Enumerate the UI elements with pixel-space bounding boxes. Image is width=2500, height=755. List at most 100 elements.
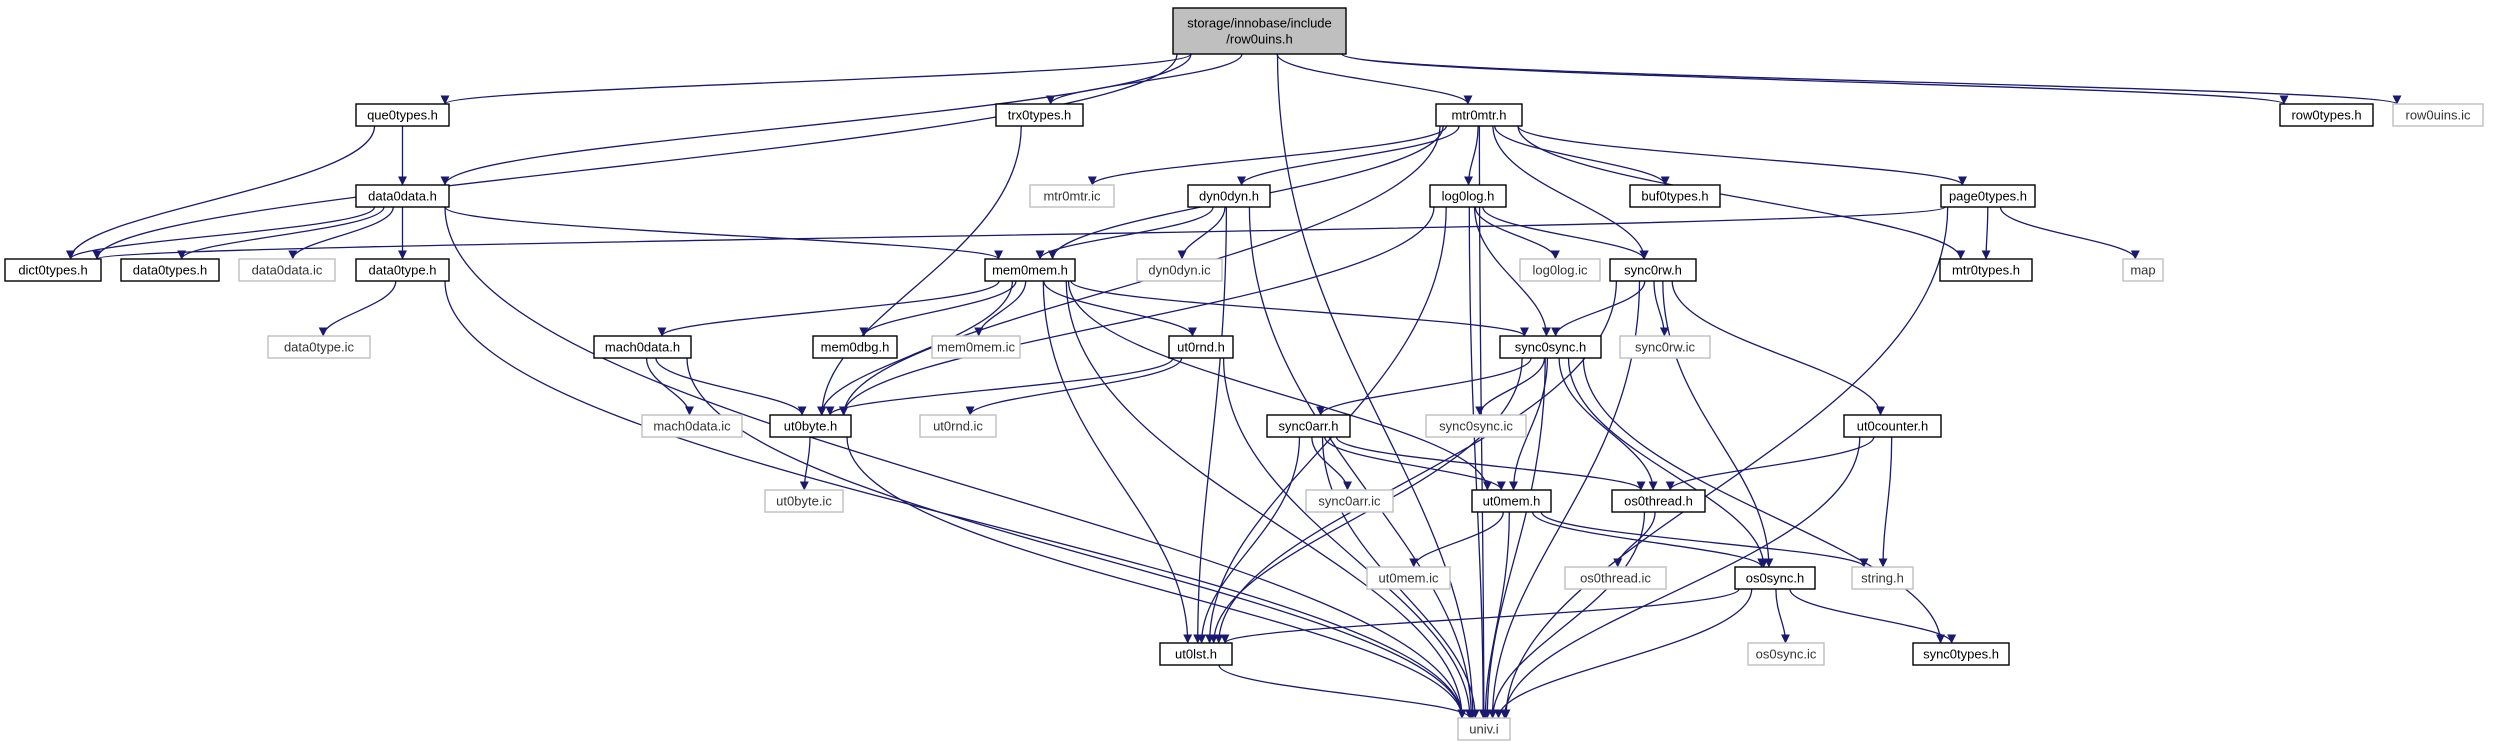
edge-page0types-to-dict0types [93,206,1946,260]
node-sync0arr[interactable]: sync0arr.h [1266,414,1351,438]
node-box [1266,414,1351,438]
node-ut0byte[interactable]: ut0byte.h [769,414,852,438]
node-mtr0mtr[interactable]: mtr0mtr.h [1435,103,1523,127]
edge-line [1475,357,1546,416]
node-sync0rw-ic: sync0rw.ic [1619,335,1711,359]
edge-sync0arr-to-os0thread [1335,436,1646,491]
edge-mtr0mtr-to-mtr0types [1517,125,1966,260]
node-box [1609,258,1697,282]
edge-line [1999,206,2140,260]
node-row0types[interactable]: row0types.h [2279,103,2374,127]
edge-line [1237,125,1460,186]
edge-line [1981,206,1991,260]
edge-mem0mem-to-mem0mem-ic [974,280,1027,337]
node-mtr0types[interactable]: mtr0types.h [1939,258,2033,282]
edge-ut0mem-to-ut0mem-ic [1409,511,1504,568]
edge-line [1482,357,1546,719]
node-box [769,414,852,438]
node-log0log[interactable]: log0log.h [1429,184,1507,208]
node-page0types[interactable]: page0types.h [1940,184,2036,208]
node-data0type[interactable]: data0type.h [355,258,450,282]
node-label: dyn0dyn.h [1199,189,1259,204]
node-mem0dbg[interactable]: mem0dbg.h [812,335,898,359]
node-que0types[interactable]: que0types.h [355,103,450,127]
edge-line [825,357,1174,416]
node-label: dict0types.h [18,263,87,278]
node-sync0types[interactable]: sync0types.h [1912,642,2010,666]
edge-mem0mem-to-ut0byte [816,280,1014,416]
node-ut0lst[interactable]: ut0lst.h [1159,642,1233,666]
node-box [355,258,450,282]
edge-line [1463,125,1479,186]
node-box [1912,642,2010,666]
edge-os0sync-to-os0sync-ic [1775,588,1791,644]
edge-sync0sync-to-sync0sync-ic [1475,357,1546,416]
node-ut0rnd[interactable]: ut0rnd.h [1168,335,1234,359]
nodes-layer: storage/innobase/include/row0uins.h que0t… [4,7,2484,741]
node-ut0mem[interactable]: ut0mem.h [1471,489,1552,513]
node-box [1939,258,2033,282]
edge-line [965,357,1183,416]
node-sync0rw[interactable]: sync0rw.h [1609,258,1697,282]
edge-mtr0mtr-to-sync0rw [1492,125,1649,260]
edge-line [440,53,1192,186]
edge-mtr0mtr-to-mtr0mtr-ic [1087,125,1448,186]
node-os0sync[interactable]: os0sync.h [1734,566,1816,590]
node-os0thread[interactable]: os0thread.h [1611,489,1706,513]
node-buf0types[interactable]: buf0types.h [1629,184,1721,208]
edge-page0types-to-mtr0types [1981,206,1991,260]
node-box [995,103,1084,127]
edge-line [1665,436,1875,491]
edge-line [1046,53,1243,105]
node-mem0mem[interactable]: mem0mem.h [984,258,1076,282]
node-trx0types[interactable]: trx0types.h [995,103,1084,127]
edge-ut0mem-to-string-h [1540,511,1869,568]
node-box [1429,184,1507,208]
edge-root-to-row0uins-ic [1341,53,2402,105]
node-label: ut0counter.h [1857,419,1929,434]
node-label: os0sync.h [1746,571,1805,586]
edge-line [974,280,1027,337]
node-label: os0sync.ic [1756,647,1817,662]
node-root[interactable]: storage/innobase/include/row0uins.h [1172,7,1347,55]
node-label: ut0byte.h [784,419,838,434]
node-label: os0thread.ic [1580,571,1651,586]
edge-line [1248,206,1476,719]
node-data0data[interactable]: data0data.h [355,184,450,208]
node-label: sync0rw.ic [1635,340,1695,355]
node-label: data0type.ic [284,340,355,355]
edge-mach0data-to-univ [686,357,1467,719]
edge-page0types-to-map [1999,206,2140,260]
node-sync0sync-ic: sync0sync.ic [1425,414,1527,438]
edge-log0log-to-log0log-ic [1474,206,1560,260]
node-label: data0data.ic [252,263,323,278]
node-mtr0mtr-ic: mtr0mtr.ic [1029,184,1115,208]
node-ut0counter[interactable]: ut0counter.h [1843,414,1942,438]
edge-line [1789,588,1957,644]
edge-mem0mem-to-ut0rnd [1043,280,1197,337]
node-sync0sync[interactable]: sync0sync.h [1499,335,1602,359]
node-box [2122,258,2164,282]
edge-ut0counter-to-os0thread [1665,436,1875,491]
node-dyn0dyn[interactable]: dyn0dyn.h [1187,184,1271,208]
node-label: ut0mem.h [1483,494,1541,509]
node-box [1471,489,1552,513]
node-label: mach0data.ic [653,419,731,434]
edge-line [1582,357,1946,644]
node-box [919,414,997,438]
edge-line [1478,125,1489,719]
node-mach0data[interactable]: mach0data.h [593,335,692,359]
edge-line [645,357,695,416]
node-label: ut0mem.ic [1379,571,1439,586]
node-box [1136,258,1223,282]
edge-line [655,357,807,416]
edge-line [1193,206,1228,644]
edge-line [1324,436,1506,491]
node-label: mem0mem.ic [937,340,1016,355]
node-data0types[interactable]: data0types.h [120,258,220,282]
node-dict0types[interactable]: dict0types.h [4,258,102,282]
node-label: string.h [1861,571,1904,586]
node-label: mtr0mtr.ic [1043,189,1101,204]
edge-line [1540,511,1869,568]
node-ut0rnd-ic: ut0rnd.ic [919,414,997,438]
